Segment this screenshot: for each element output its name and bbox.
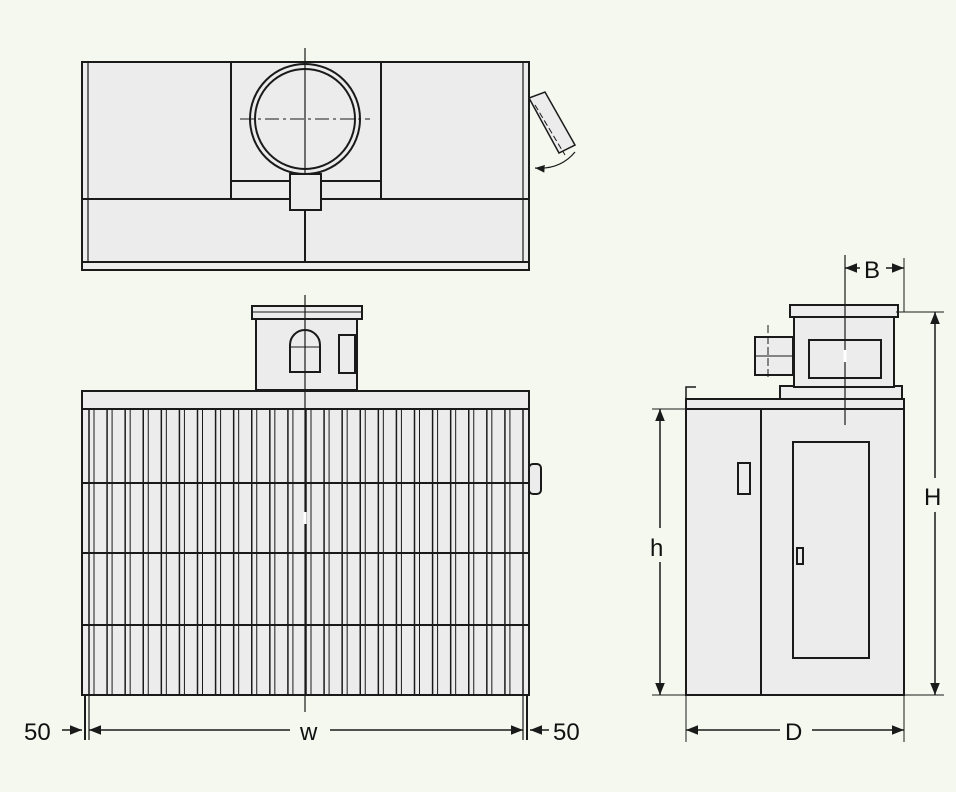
dim-right-clearance: 50 xyxy=(553,719,580,746)
side-view xyxy=(685,255,905,696)
dim-B: B xyxy=(864,257,880,284)
exhaust-side-window xyxy=(338,334,356,374)
side-fan-flange xyxy=(789,304,899,318)
side-dimensions xyxy=(652,258,944,742)
door-swing xyxy=(527,91,577,154)
motor-block-top xyxy=(289,173,322,211)
dim-H: H xyxy=(924,484,941,511)
door-handle xyxy=(796,547,804,565)
top-view xyxy=(81,48,577,271)
dim-h: h xyxy=(650,535,663,562)
side-body xyxy=(685,408,905,696)
dim-D: D xyxy=(785,719,802,746)
side-vent-slot xyxy=(737,462,751,495)
front-view xyxy=(81,295,542,740)
dim-width: w xyxy=(299,719,318,746)
side-handle xyxy=(528,463,542,495)
dim-left-clearance: 50 xyxy=(24,719,51,746)
side-roof xyxy=(685,398,905,410)
side-door xyxy=(792,441,870,659)
